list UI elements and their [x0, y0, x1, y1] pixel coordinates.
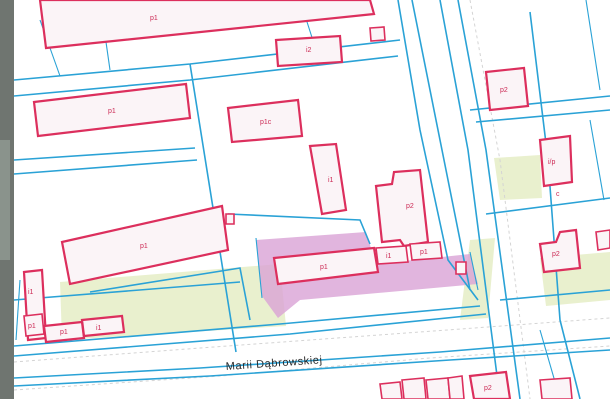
building-bottom-c: [425, 377, 451, 399]
building-top-strip[interactable]: [38, 0, 376, 50]
building-center-upper[interactable]: [226, 98, 304, 144]
building-marker: [225, 213, 235, 225]
label-far-right-top: p2: [500, 87, 508, 94]
building-left-bottom-c[interactable]: [80, 314, 126, 338]
building-bottom-e: [539, 377, 573, 399]
building-far-right-top[interactable]: [484, 66, 530, 112]
green-area-right: [494, 155, 542, 200]
building-far-right-mid[interactable]: [538, 134, 574, 188]
label-bottom-small: p2: [484, 385, 492, 392]
street-edge-lower: [13, 345, 610, 391]
label-left-mid: p1: [140, 243, 148, 250]
street-edge-upper: [13, 317, 610, 363]
label-highlighted: p1: [320, 264, 328, 271]
label-left-bottom-b: p1: [60, 329, 68, 336]
building-bottom-small[interactable]: [468, 370, 512, 399]
building-center-tall[interactable]: [308, 142, 348, 216]
building-left-upper[interactable]: [32, 82, 192, 138]
building-left-mid[interactable]: [60, 204, 230, 286]
label-center-upper: p1c: [260, 119, 272, 126]
road-edge-vertical: [469, 0, 531, 399]
buildings: [22, 0, 610, 399]
building-bottom-d: [447, 375, 465, 399]
building-bottom-a: [379, 381, 403, 399]
label-far-right-mid: i/p: [548, 159, 556, 166]
label-far-right-low: p2: [552, 251, 560, 258]
building-labels: p1 i2 p1 p1c i1 p2 p1 p1 i1 p1 i1 p1 i1 …: [28, 15, 560, 392]
label-left-bottom-a: i1: [28, 289, 34, 296]
building-small-b[interactable]: [409, 241, 443, 261]
building-highlighted[interactable]: [272, 246, 380, 286]
label-left-bottom-d: p1: [28, 323, 36, 330]
label-top-small: i2: [306, 47, 312, 54]
building-far-right-low[interactable]: [538, 228, 582, 274]
label-far-right-annotation: c: [556, 191, 560, 198]
label-right-block: p2: [406, 203, 414, 210]
building-small-a[interactable]: [375, 245, 409, 265]
label-left-upper: p1: [108, 108, 116, 115]
label-left-bottom-c: i1: [96, 325, 102, 332]
building-left-bottom-d[interactable]: [23, 313, 45, 337]
building-left-bottom-b[interactable]: [42, 320, 86, 344]
label-small-a: i1: [386, 253, 392, 260]
building-bottom-b: [401, 377, 427, 399]
label-small-b: p1: [420, 249, 428, 256]
building-top-small[interactable]: [274, 34, 344, 68]
building-small-square: [455, 261, 467, 275]
label-center-tall: i1: [328, 177, 334, 184]
building-far-right-edge: [595, 229, 610, 251]
building-top-square[interactable]: [369, 26, 386, 42]
left-photo-detail: [0, 140, 10, 260]
label-top-strip: p1: [150, 15, 158, 22]
